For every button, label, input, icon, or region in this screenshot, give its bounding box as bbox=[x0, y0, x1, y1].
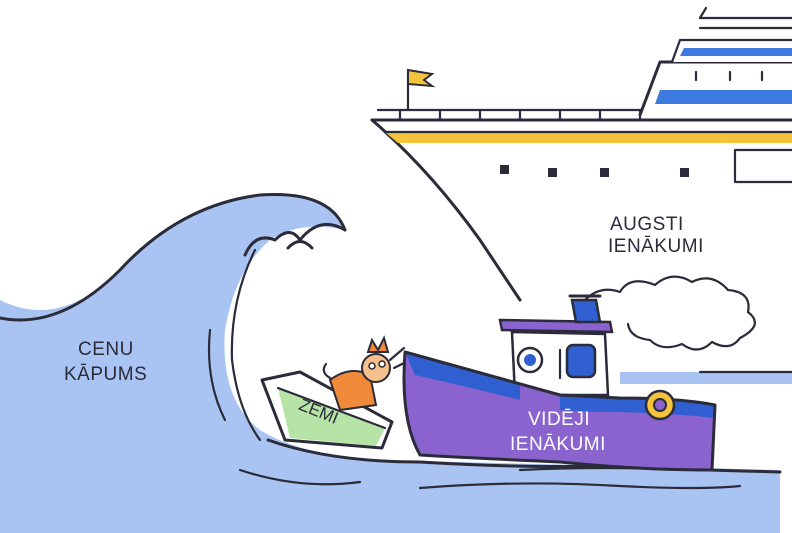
wave-label-line2: KĀPUMS bbox=[64, 364, 147, 385]
price-wave: CENU KĀPUMS bbox=[0, 192, 782, 533]
smoke-puff bbox=[583, 275, 756, 351]
dinghy: ZEMI bbox=[260, 370, 394, 450]
tugboat: VIDĒJI IENĀKUMI bbox=[402, 294, 717, 472]
ship-label-line2: IENĀKUMI bbox=[608, 236, 704, 257]
ship-label-line1: AUGSTI bbox=[610, 214, 684, 235]
cruise-ship: AUGSTI IENĀKUMI bbox=[370, 6, 792, 302]
worried-person bbox=[322, 335, 412, 412]
tug-label-line2: IENĀKUMI bbox=[510, 434, 606, 455]
tug-label-line1: VIDĒJI bbox=[528, 409, 590, 430]
wave-label-line1: CENU bbox=[78, 339, 134, 360]
